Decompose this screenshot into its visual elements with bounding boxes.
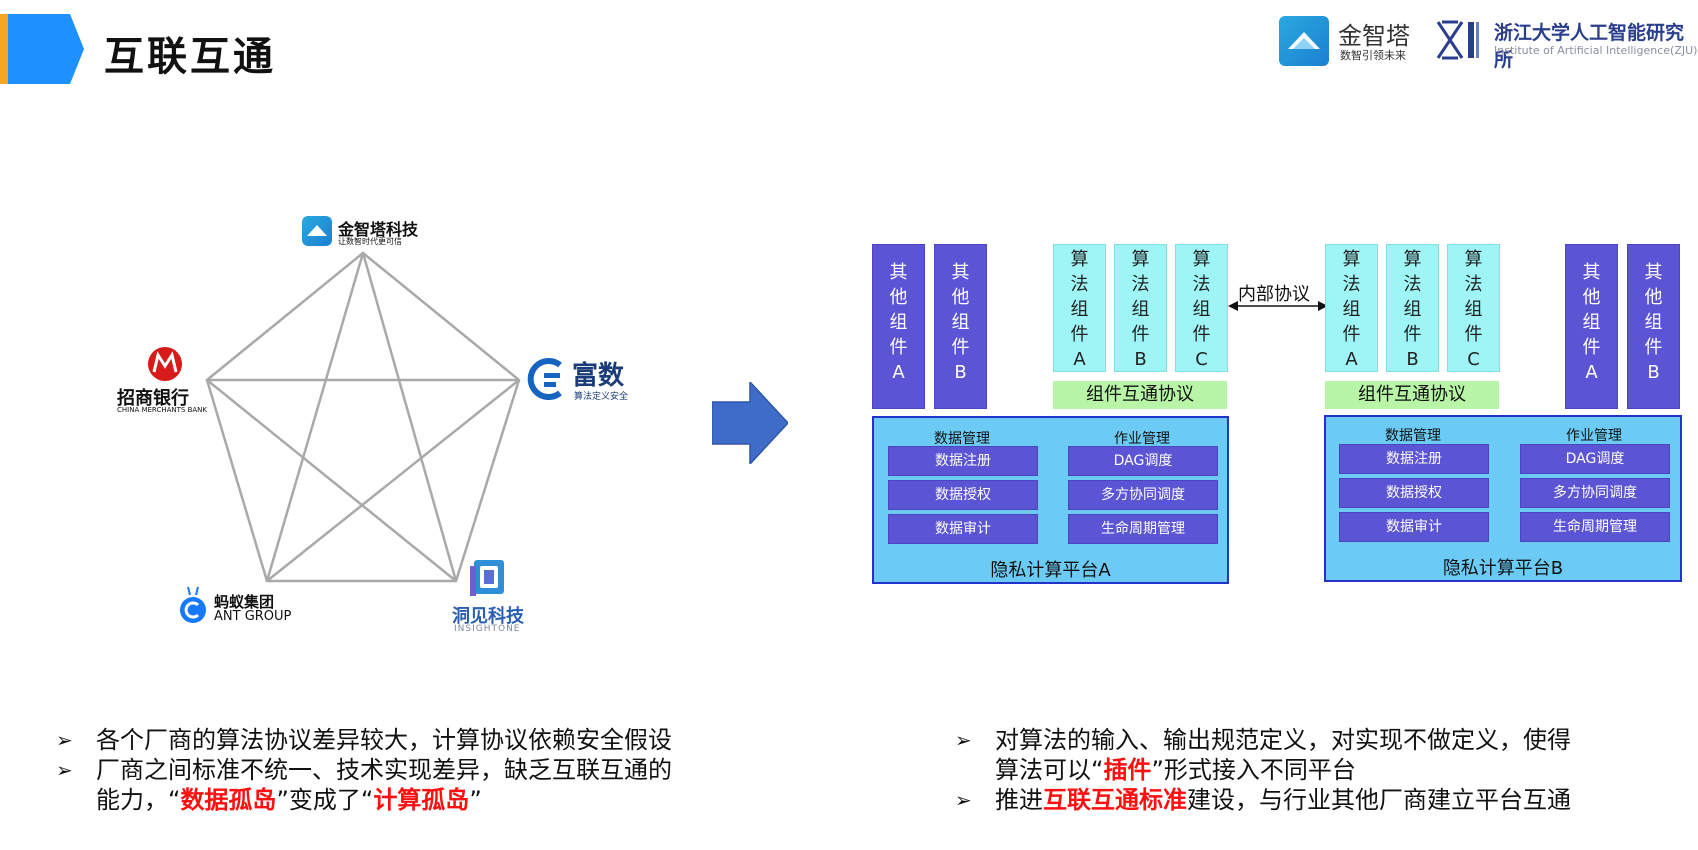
vendor-cmb: 招商银行 CHINA MERCHANTS BANK (115, 346, 215, 416)
ant-logo-icon (180, 586, 206, 623)
platform-b: 数据管理 作业管理 数据注册 数据授权 数据审计 DAG调度 多方协同调度 生命… (1324, 415, 1682, 582)
data-authorize-box: 数据授权 (1339, 478, 1489, 508)
vendor-name: 洞见科技 (452, 606, 524, 627)
vendor-sub: INSIGHTONE (454, 624, 521, 634)
platform-b-label: 隐私计算平台B (1442, 558, 1564, 579)
job-mgmt-heading: 作业管理 (1114, 431, 1170, 447)
title-accent-bar (0, 14, 8, 84)
vendor-sub: ANT GROUP (214, 609, 292, 624)
vendor-antgroup: 蚂蚁集团 ANT GROUP (178, 585, 308, 625)
data-authorize-box: 数据授权 (888, 480, 1038, 510)
bullet-arrow-icon: ➢ (56, 728, 73, 752)
right-bullet-2: ➢ 推进互联互通标准建设，与行业其他厂商建立平台互通 (955, 786, 1571, 814)
platform-a-label: 隐私计算平台A (990, 560, 1111, 581)
dag-schedule-box: DAG调度 (1068, 446, 1218, 476)
page-title: 互联互通 (104, 34, 276, 80)
zju-logo-icon (1436, 20, 1479, 60)
data-mgmt-heading: 数据管理 (934, 431, 990, 447)
internal-protocol-label: 内部协议 (1238, 284, 1310, 305)
dag-schedule-box: DAG调度 (1520, 444, 1670, 474)
arrow-right-icon (712, 382, 788, 464)
vendor-fushu: 富数 算法定义安全 (526, 355, 646, 405)
double-arrow-icon (1228, 301, 1328, 311)
pentagon-star-diagram (205, 251, 521, 583)
data-register-box: 数据注册 (888, 446, 1038, 476)
bullet-arrow-icon: ➢ (955, 728, 972, 752)
vendor-name: 蚂蚁集团 (214, 593, 275, 611)
vendor-sub: 让数智时代更可信 (338, 237, 402, 246)
left-bullet-1: ➢ 各个厂商的算法协议差异较大，计算协议依赖安全假设 (56, 726, 672, 754)
component-protocol-bar-left: 组件互通协议 (1053, 381, 1227, 409)
fushu-logo-icon (527, 358, 562, 400)
multi-party-schedule-box: 多方协同调度 (1520, 478, 1670, 508)
data-register-box: 数据注册 (1339, 444, 1489, 474)
data-mgmt-heading: 数据管理 (1385, 428, 1441, 444)
vendor-sub: 算法定义安全 (574, 392, 629, 402)
insightone-logo-icon (470, 560, 504, 596)
vendor-sub: CHINA MERCHANTS BANK (117, 406, 207, 414)
vendor-name: 金智塔科技 (338, 220, 419, 239)
vendor-name: 富数 (572, 361, 625, 391)
multi-party-schedule-box: 多方协同调度 (1068, 480, 1218, 510)
cmb-logo-icon (148, 347, 182, 381)
jzt-logo-icon (1279, 16, 1329, 66)
platform-a: 数据管理 作业管理 数据注册 数据授权 数据审计 DAG调度 多方协同调度 生命… (872, 416, 1229, 584)
data-audit-box: 数据审计 (888, 514, 1038, 544)
bullet-arrow-icon: ➢ (955, 788, 972, 812)
lifecycle-mgmt-box: 生命周期管理 (1068, 514, 1218, 544)
lifecycle-mgmt-box: 生命周期管理 (1520, 512, 1670, 542)
left-bullet-2: ➢ 厂商之间标准不统一、技术实现差异，缺乏互联互通的 能力，“数据孤岛”变成了“… (56, 756, 672, 814)
job-mgmt-heading: 作业管理 (1566, 428, 1622, 444)
jzt-logo-slogan: 数智引领未来 (1340, 49, 1406, 62)
vendor-insightone: 洞见科技 INSIGHTONE (448, 556, 538, 636)
component-protocol-bar-right: 组件互通协议 (1325, 381, 1499, 409)
right-bullet-1: ➢ 对算法的输入、输出规范定义，对实现不做定义，使得 算法可以“插件”形式接入不… (955, 726, 1571, 784)
vendor-jzt: 金智塔科技 让数智时代更可信 (302, 214, 432, 248)
zju-logo-name: 浙江大学人工智能研究所 (1494, 22, 1685, 71)
zju-logo-english: Institute of Artificial Intelligence(ZJU… (1494, 44, 1698, 57)
bullet-arrow-icon: ➢ (56, 758, 73, 782)
vendor-name: 招商银行 (117, 388, 189, 409)
jzt-logo-name: 金智塔 (1338, 22, 1410, 50)
chevron-title-icon (8, 14, 84, 84)
jzt-vendor-icon (302, 216, 332, 246)
data-audit-box: 数据审计 (1339, 512, 1489, 542)
